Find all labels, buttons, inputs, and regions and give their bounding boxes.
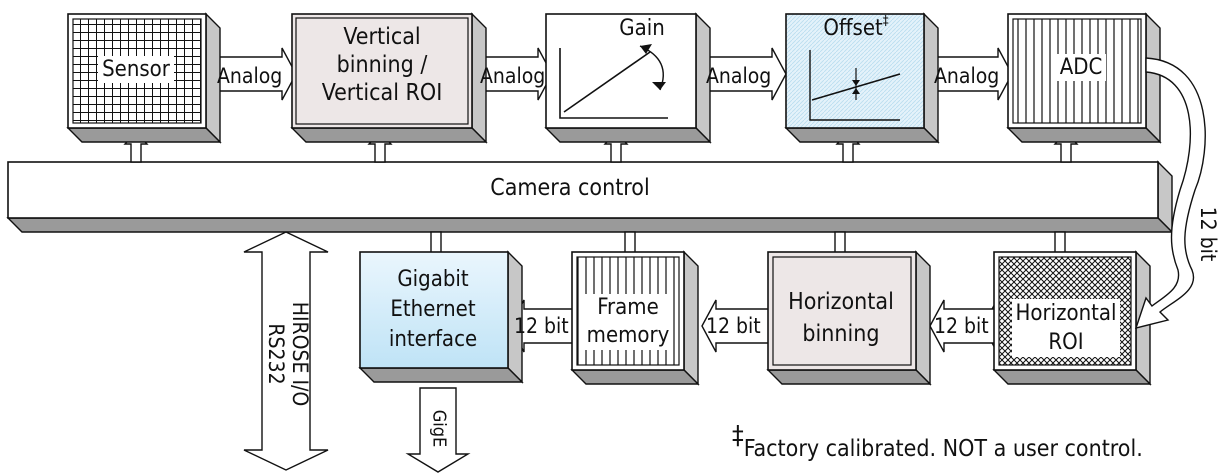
adc-block-side xyxy=(1145,12,1161,144)
horizontal-binning-inner xyxy=(772,256,912,366)
offset-block xyxy=(785,13,925,129)
sensor-label: Sensor xyxy=(98,55,174,83)
offset-label: Offset xyxy=(823,15,883,41)
gige-interface-label: Gigabit Ethernet interface xyxy=(388,267,478,352)
footnote-text: Factory calibrated. NOT a user control. xyxy=(743,436,1143,462)
offset-block-bottom xyxy=(784,127,940,143)
sensor-label-box: Sensor xyxy=(84,52,188,86)
gige-interface-label-box: Gigabit Ethernet interface xyxy=(365,256,501,364)
gain-arrowhead-2 xyxy=(652,82,666,90)
bit-label-memory-interface: 12 bit xyxy=(514,314,569,338)
gain-label-box: Gain xyxy=(602,14,682,42)
horizontal-binning-block xyxy=(767,251,917,371)
gain-label: Gain xyxy=(619,15,665,41)
vertical-binning-label-box: Vertical binning / Vertical ROI xyxy=(296,12,468,118)
gige-output-arrow xyxy=(405,387,471,473)
camera-control-label: Camera control xyxy=(490,174,650,201)
frame-memory-label: Frame memory xyxy=(584,294,672,350)
bit-label-adc-out: 12 bit xyxy=(1196,206,1220,262)
analog-label-4: Analog xyxy=(934,64,1000,88)
vertical-binning-label: Vertical binning / Vertical ROI xyxy=(321,24,443,106)
gige-interface-block-bottom xyxy=(358,367,524,383)
gain-block xyxy=(545,13,697,129)
horizontal-roi-label: Horizontal ROI xyxy=(1012,299,1120,357)
offset-label-box: Offset‡ xyxy=(806,14,906,42)
offset-arrow-down xyxy=(852,80,860,86)
sensor-block-bottom xyxy=(66,127,222,143)
analog-arrow-4 xyxy=(929,47,1013,101)
horizontal-binning-label-box: Horizontal binning xyxy=(773,276,909,360)
horizontal-binning-block-side xyxy=(915,250,931,386)
adc-block-bottom xyxy=(1006,127,1162,143)
adc-label: ADC xyxy=(1055,53,1107,81)
analog-arrow-3 xyxy=(701,47,787,101)
analog-label-1: Analog xyxy=(217,64,283,88)
adc-label-box: ADC xyxy=(1044,52,1118,82)
adc-to-roi-arrow xyxy=(1134,57,1206,329)
gige-interface-block xyxy=(359,251,509,369)
camera-control-bus xyxy=(7,161,1159,219)
io-bidirectional-arrow xyxy=(243,231,329,471)
vertical-binning-block-bottom xyxy=(290,127,488,143)
frame-memory-block-side xyxy=(683,250,699,386)
offset-arrow-up xyxy=(852,88,860,94)
analog-arrow-1 xyxy=(211,47,297,101)
gain-graph-line xyxy=(563,51,651,113)
io-label-line1: HIROSE I/O xyxy=(288,301,312,407)
horizontal-binning-block-bottom xyxy=(766,369,932,385)
camera-control-label-box: Camera control xyxy=(360,168,780,208)
horizontal-roi-label-box: Horizontal ROI xyxy=(1002,298,1130,358)
gain-arrowhead-1 xyxy=(640,44,652,54)
frame-memory-block-bottom xyxy=(570,369,700,385)
vertical-binning-block xyxy=(291,13,473,129)
bit-label-binning-memory: 12 bit xyxy=(706,314,761,338)
offset-graph-axes xyxy=(809,50,900,121)
footnote: ‡Factory calibrated. NOT a user control. xyxy=(732,421,1143,463)
gain-block-bottom xyxy=(544,127,712,143)
vertical-binning-inner xyxy=(295,17,469,125)
io-label: HIROSE I/O RS232 xyxy=(264,284,312,424)
analog-label-2: Analog xyxy=(480,64,546,88)
frame-memory-label-box: Frame memory xyxy=(584,294,672,350)
camera-control-bus-bottom xyxy=(6,217,1174,233)
horizontal-binning-label: Horizontal binning xyxy=(788,289,894,347)
io-label-line2: RS232 xyxy=(264,323,288,385)
analog-label-3: Analog xyxy=(706,64,772,88)
gain-graph-axes xyxy=(559,48,668,119)
offset-footnote-mark: ‡ xyxy=(882,13,889,29)
horizontal-roi-block-bottom xyxy=(992,369,1152,385)
bit-label-roi-binning: 12 bit xyxy=(934,314,989,338)
footnote-mark: ‡ xyxy=(732,421,744,451)
gige-output-label: GigE xyxy=(428,409,450,448)
